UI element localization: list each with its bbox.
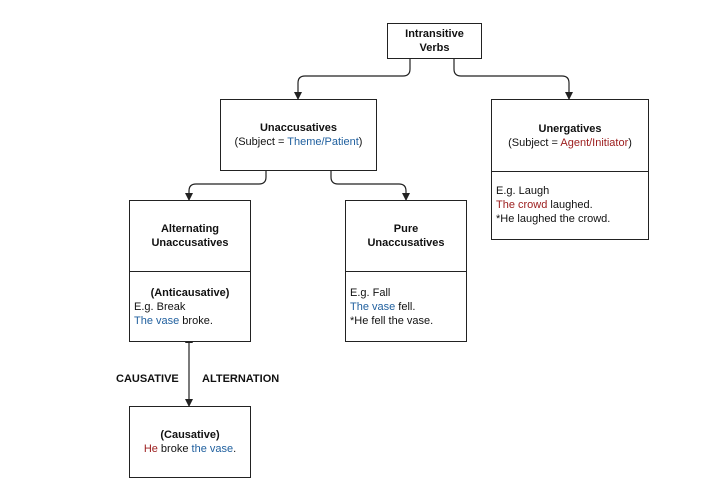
node-title: Unergatives: [538, 122, 602, 135]
example-sentence: He broke the vase.: [143, 443, 237, 455]
unergatives-node: Unergatives (Subject = Agent/Initiator) …: [491, 99, 649, 240]
node-title-line: Unaccusatives: [367, 237, 445, 249]
alternating-unaccusatives-node: Alternating Unaccusatives (Anticausative…: [129, 200, 251, 342]
anticausative-label: (Anticausative): [150, 287, 230, 299]
sentence-subject: The vase: [350, 301, 396, 313]
agent-role: Agent/Initiator: [560, 136, 629, 149]
sentence-subject: The vase: [134, 315, 180, 327]
arrow-unaccusatives-to-alternating: [185, 170, 267, 201]
node-title-line: Intransitive: [405, 28, 464, 40]
unaccusatives-node: Unaccusatives (Subject = Theme/Patient): [220, 99, 377, 171]
node-title-line: Pure: [393, 223, 419, 235]
ungrammatical-example: *He fell the vase.: [350, 315, 434, 327]
causative-edge-label: CAUSATIVE: [116, 373, 179, 385]
causative-node: (Causative) He broke the vase.: [129, 406, 251, 478]
causative-label: (Causative): [160, 429, 220, 441]
example-label: E.g. Fall: [350, 287, 391, 299]
example-sentence: The crowd laughed.: [496, 199, 593, 211]
example-label: E.g. Laugh: [496, 185, 550, 197]
example-sentence: The vase fell.: [350, 301, 416, 313]
arrow-unaccusatives-to-pure: [330, 170, 410, 201]
example-sentence: The vase broke.: [134, 315, 213, 327]
alternation-edge-label: ALTERNATION: [202, 373, 280, 385]
theme-role: Theme/Patient: [287, 136, 359, 148]
node-title: Unaccusatives: [259, 122, 338, 134]
node-title-line: Unaccusatives: [151, 237, 229, 249]
node-title-line: Alternating: [160, 223, 220, 235]
pure-unaccusatives-node: Pure Unaccusatives E.g. Fall The vase fe…: [345, 200, 467, 342]
arrow-root-to-unaccusatives: [294, 58, 411, 100]
subject-role-line: (Subject = Agent/Initiator): [508, 136, 632, 149]
sentence-object: the vase: [191, 443, 234, 455]
arrow-root-to-unergatives: [453, 58, 573, 100]
ungrammatical-example: *He laughed the crowd.: [496, 213, 611, 225]
subject-role-line: (Subject = Theme/Patient): [234, 136, 363, 148]
sentence-subject: The crowd: [496, 199, 548, 211]
intransitive-verbs-node: Intransitive Verbs: [387, 23, 482, 59]
example-label: E.g. Break: [134, 301, 186, 313]
node-title-line: Verbs: [419, 42, 450, 54]
sentence-agent: He: [143, 443, 158, 455]
